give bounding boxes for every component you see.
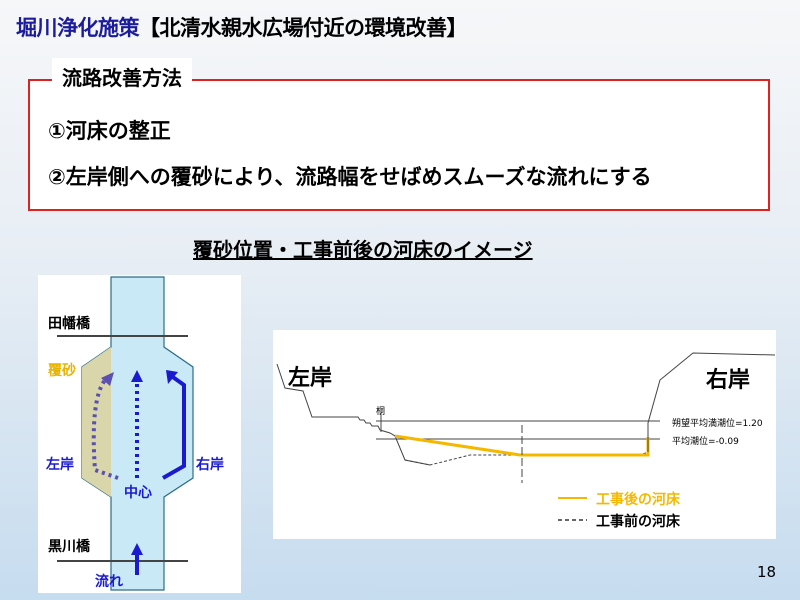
title-highlight: 堀川浄化施策	[16, 16, 140, 40]
diagram-subtitle: 覆砂位置・工事前後の河床のイメージ	[193, 238, 533, 262]
legend-after-label: 工事後の河床	[596, 492, 680, 508]
sand-label: 覆砂	[48, 363, 76, 379]
section-right-bank-label: 右岸	[706, 368, 751, 393]
right-bank-label: 右岸	[196, 457, 224, 473]
slide-title: 堀川浄化施策【北清水親水広場付近の環境改善】	[16, 12, 468, 42]
riverbed-before	[404, 451, 649, 466]
mean-tide-label: 平均潮位=-0.09	[672, 437, 739, 447]
method-item-2: ②左岸側への覆砂により、流路幅をせばめスムーズな流れにする	[48, 165, 652, 189]
legend-before-label: 工事前の河床	[596, 514, 680, 530]
right-bank-profile	[647, 352, 776, 452]
page-number: 18	[757, 563, 777, 581]
high-tide-label: 朔望平均満潮位=1.20	[672, 419, 763, 429]
sand-cover-area	[82, 347, 111, 497]
lower-bridge-label: 黒川橋	[48, 539, 90, 555]
left-bank-label: 左岸	[46, 457, 74, 473]
method-item-1: ①河床の整正	[48, 119, 171, 143]
section-left-bank-label: 左岸	[288, 366, 333, 391]
pile-label: 桐	[376, 407, 386, 417]
center-label: 中心	[124, 485, 152, 501]
method-box	[28, 79, 770, 211]
flow-label: 流れ	[95, 574, 123, 590]
upper-bridge-label: 田幡橋	[48, 316, 90, 332]
right-flow-arrow	[162, 373, 186, 480]
method-box-label: 流路改善方法	[52, 58, 192, 95]
title-rest: 【北清水親水広場付近の環境改善】	[139, 16, 468, 40]
section-view-panel	[273, 330, 776, 539]
left-bank-profile	[276, 363, 431, 466]
